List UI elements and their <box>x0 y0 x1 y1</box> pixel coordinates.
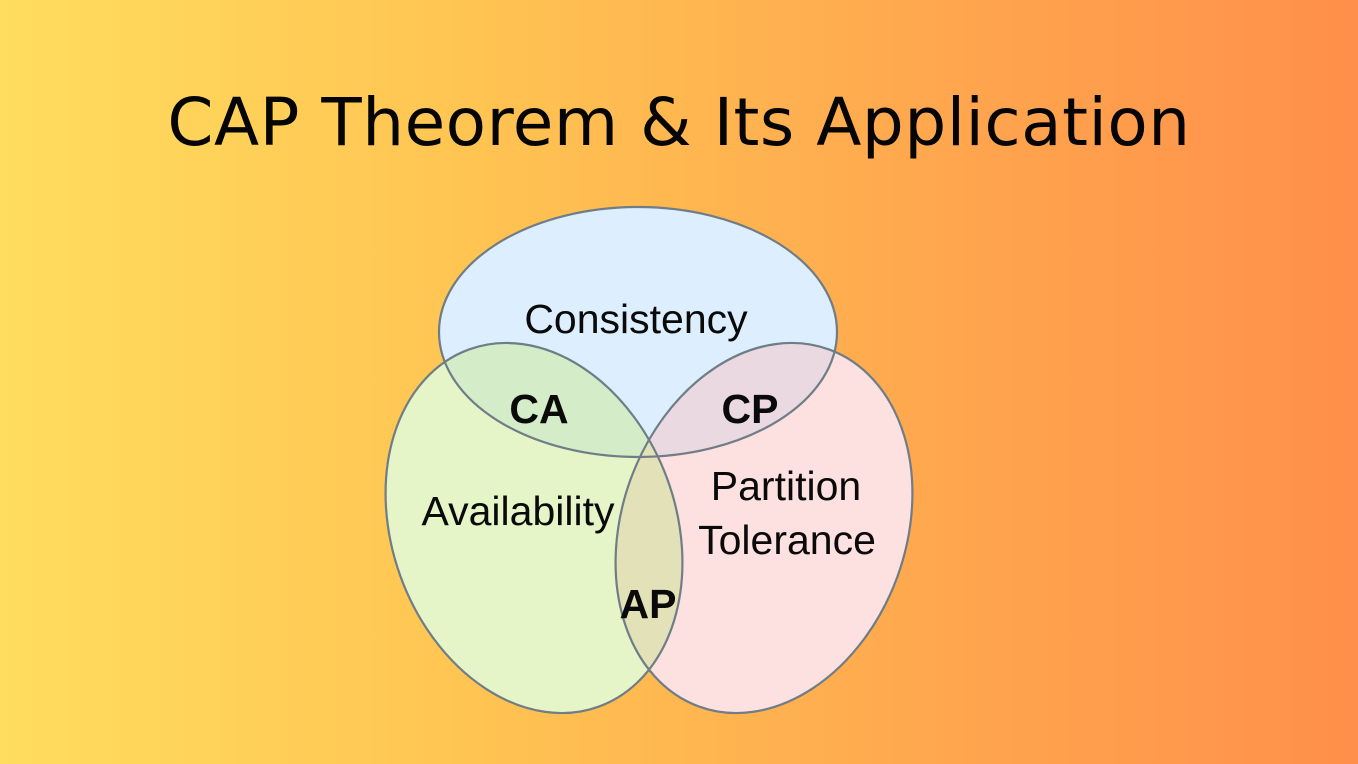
ca-label: CA <box>509 386 568 432</box>
availability-label: Availability <box>422 488 615 534</box>
partition-label-line1: Partition <box>711 463 861 509</box>
page-title: CAP Theorem & Its Application <box>167 84 1191 161</box>
consistency-label: Consistency <box>524 296 748 342</box>
ap-label: AP <box>620 581 677 627</box>
partition-label-line2: Tolerance <box>698 517 876 563</box>
cp-overlap <box>615 342 837 457</box>
cp-label: CP <box>722 386 779 432</box>
